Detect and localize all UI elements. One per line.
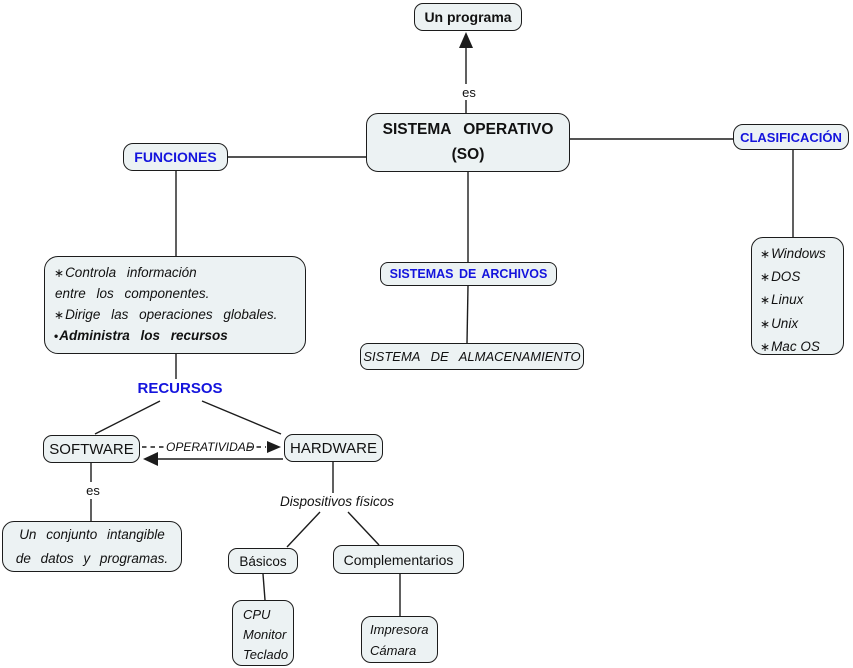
os-name: Unix xyxy=(771,315,799,331)
node-recursos[interactable]: RECURSOS xyxy=(136,380,224,397)
funciones-detalle-line: ∗ Dirige las operaciones globales. xyxy=(54,305,277,325)
node-sistema-de-almacenamiento[interactable]: SISTEMA DE ALMACENAMIENTO xyxy=(360,343,584,370)
complementarios-item: Impresora xyxy=(370,622,429,637)
software-label: SOFTWARE xyxy=(49,440,134,458)
funciones-detalle-text-1: Controla información xyxy=(65,265,197,281)
os-list-item: ∗ Unix xyxy=(760,312,798,335)
arrowhead-right-hardware xyxy=(267,441,281,453)
edge-label-operatividad[interactable]: OPERATIVIDAD xyxy=(166,440,254,454)
funciones-detalle-line: entre los componentes. xyxy=(54,284,209,304)
edge-recursos-software xyxy=(94,400,161,435)
node-hardware[interactable]: HARDWARE xyxy=(284,434,383,462)
un-conjunto-line1: Un conjunto intangible xyxy=(19,526,165,542)
edge-dispositivos-basicos xyxy=(286,511,321,548)
asterisk-bullet-icon: ∗ xyxy=(760,270,771,285)
edge-basicos-lista xyxy=(262,573,266,601)
node-basicos-lista[interactable]: CPU Monitor Teclado xyxy=(232,600,294,666)
sistemas-archivos-label: SISTEMAS DE ARCHIVOS xyxy=(389,267,548,281)
edge-archivos-almacenamiento xyxy=(466,285,469,344)
basicos-item: Teclado xyxy=(243,647,289,663)
asterisk-bullet-icon: ∗ xyxy=(760,339,771,354)
node-clasificacion-lista[interactable]: ∗ Windows ∗ DOS ∗ Linux ∗ Unix ∗ Mac OS xyxy=(751,237,844,355)
dot-bullet-icon: • xyxy=(54,329,59,344)
node-dispositivos-fisicos[interactable]: Dispositivos físicos xyxy=(276,494,398,509)
node-complementarios[interactable]: Complementarios xyxy=(333,545,464,574)
edge-recursos-hardware xyxy=(201,400,282,435)
asterisk-bullet-icon: ∗ xyxy=(54,266,65,281)
node-clasificacion[interactable]: CLASIFICACIÓN xyxy=(733,124,849,150)
funciones-detalle-text-3: Dirige las operaciones globales. xyxy=(65,307,278,323)
complementarios-label: Complementarios xyxy=(343,551,454,568)
operatividad-text: OPERATIVIDAD xyxy=(166,440,255,454)
complementarios-item: Cámara xyxy=(370,642,417,658)
sistema-operativo-line1: SISTEMA OPERATIVO xyxy=(382,121,554,139)
node-un-programa[interactable]: Un programa xyxy=(414,3,522,31)
node-sistema-operativo[interactable]: SISTEMA OPERATIVO (SO) xyxy=(366,113,570,172)
os-list-item: ∗ DOS xyxy=(760,265,800,288)
funciones-detalle-text-2: entre los componentes. xyxy=(55,286,210,302)
asterisk-bullet-icon: ∗ xyxy=(760,247,771,261)
basicos-item: CPU xyxy=(243,607,271,622)
hardware-label: HARDWARE xyxy=(290,439,377,457)
node-funciones[interactable]: FUNCIONES xyxy=(123,143,228,171)
node-un-conjunto[interactable]: Un conjunto intangible de datos y progra… xyxy=(2,521,182,572)
os-name: Linux xyxy=(771,292,804,308)
basicos-label: Básicos xyxy=(239,553,287,569)
os-name: Mac OS xyxy=(771,338,820,354)
sistema-almacenamiento-label: SISTEMA DE ALMACENAMIENTO xyxy=(363,349,581,364)
node-un-programa-label: Un programa xyxy=(424,9,512,25)
arrowhead-up-un-programa xyxy=(459,32,473,48)
os-name: Windows xyxy=(771,246,826,261)
sistema-operativo-line2: (SO) xyxy=(451,145,485,163)
os-name: DOS xyxy=(771,269,801,285)
asterisk-bullet-icon: ∗ xyxy=(760,316,771,331)
node-basicos[interactable]: Básicos xyxy=(228,548,298,574)
asterisk-bullet-icon: ∗ xyxy=(54,308,65,323)
os-list-item: ∗ Windows xyxy=(760,242,826,265)
arrowhead-left-software xyxy=(143,452,158,466)
edge-dispositivos-complementarios xyxy=(347,511,380,546)
es-label-text: es xyxy=(462,85,476,100)
node-funciones-detalle[interactable]: ∗ Controla información entre los compone… xyxy=(44,256,306,354)
un-conjunto-line2: de datos y programas. xyxy=(15,550,169,566)
es-label-text: es xyxy=(86,483,100,498)
edge-label-es-programa[interactable]: es xyxy=(456,85,482,100)
asterisk-bullet-icon: ∗ xyxy=(760,293,771,308)
node-complementarios-lista[interactable]: Impresora Cámara xyxy=(361,616,438,663)
funciones-detalle-line: ∗ Controla información xyxy=(54,263,197,283)
funciones-detalle-line: • Administra los recursos xyxy=(54,326,228,346)
os-list-item: ∗ Linux xyxy=(760,288,803,311)
funciones-label: FUNCIONES xyxy=(134,149,217,165)
os-list-item: ∗ Mac OS xyxy=(760,335,820,358)
recursos-text: RECURSOS xyxy=(137,380,223,397)
edge-label-es-software[interactable]: es xyxy=(80,483,106,498)
basicos-item: Monitor xyxy=(243,627,287,643)
dispositivos-fisicos-text: Dispositivos físicos xyxy=(279,494,395,509)
node-software[interactable]: SOFTWARE xyxy=(43,435,140,463)
node-sistemas-de-archivos[interactable]: SISTEMAS DE ARCHIVOS xyxy=(380,262,557,286)
funciones-detalle-text-4: Administra los recursos xyxy=(59,328,228,344)
clasificacion-label: CLASIFICACIÓN xyxy=(740,129,842,145)
